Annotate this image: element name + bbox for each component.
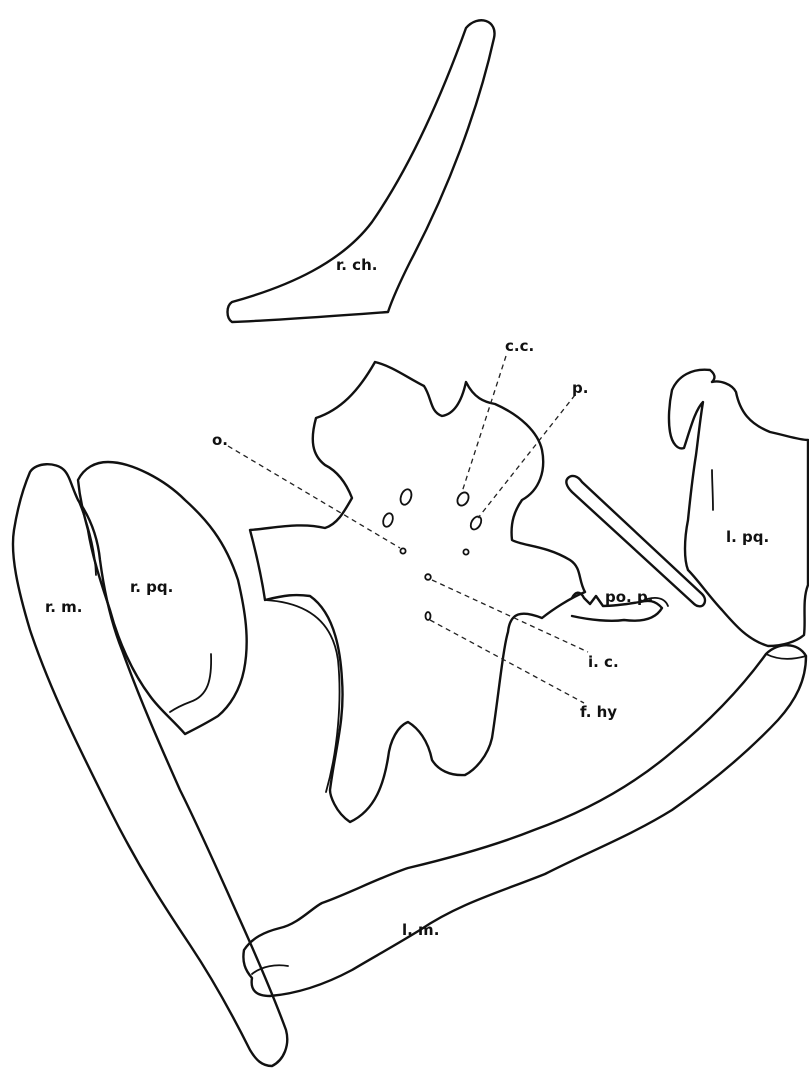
right-palatoquadrate-inner — [170, 654, 211, 712]
label-f-hy: f. hy — [580, 703, 617, 721]
label-i-c: i. c. — [588, 653, 619, 671]
label-right-palatoquadrate: r. pq. — [130, 578, 173, 596]
foramen-7 — [425, 574, 431, 580]
label-right-mandible: r. m. — [45, 598, 83, 616]
foramen-3 — [455, 490, 471, 507]
neurocranium-inner-line — [265, 600, 340, 792]
left-palatoquadrate-outline — [669, 370, 808, 646]
leader-cc — [462, 356, 506, 492]
label-left-palatoquadrate: l. pq. — [726, 528, 769, 546]
left-mandible-inner — [252, 965, 288, 974]
foramen-1 — [399, 488, 414, 506]
neurocranium-outline — [250, 362, 585, 822]
right-ceratohyal-outline — [228, 20, 495, 322]
leader-o — [228, 446, 400, 548]
foramen-6 — [463, 549, 468, 554]
foramen-2 — [381, 512, 394, 528]
label-o: o. — [212, 431, 228, 449]
label-commissure-canal: c.c. — [505, 337, 534, 355]
label-right-ceratohyal: r. ch. — [336, 256, 377, 274]
foramen-4 — [469, 515, 484, 532]
foramen-5 — [400, 548, 405, 553]
right-mandible-outline — [13, 464, 287, 1066]
label-p: p. — [572, 379, 588, 397]
label-left-mandible: l. m. — [402, 921, 439, 939]
left-palatoquadrate-inner — [712, 470, 713, 510]
leader-p — [478, 395, 575, 518]
leader-ic — [432, 580, 588, 652]
label-postorbital-process: po. p. — [605, 588, 653, 606]
right-palatoquadrate-outline — [78, 462, 247, 734]
left-mandible-joint — [766, 654, 806, 659]
left-mandible-outline — [243, 645, 806, 996]
foramen-8 — [426, 612, 431, 620]
